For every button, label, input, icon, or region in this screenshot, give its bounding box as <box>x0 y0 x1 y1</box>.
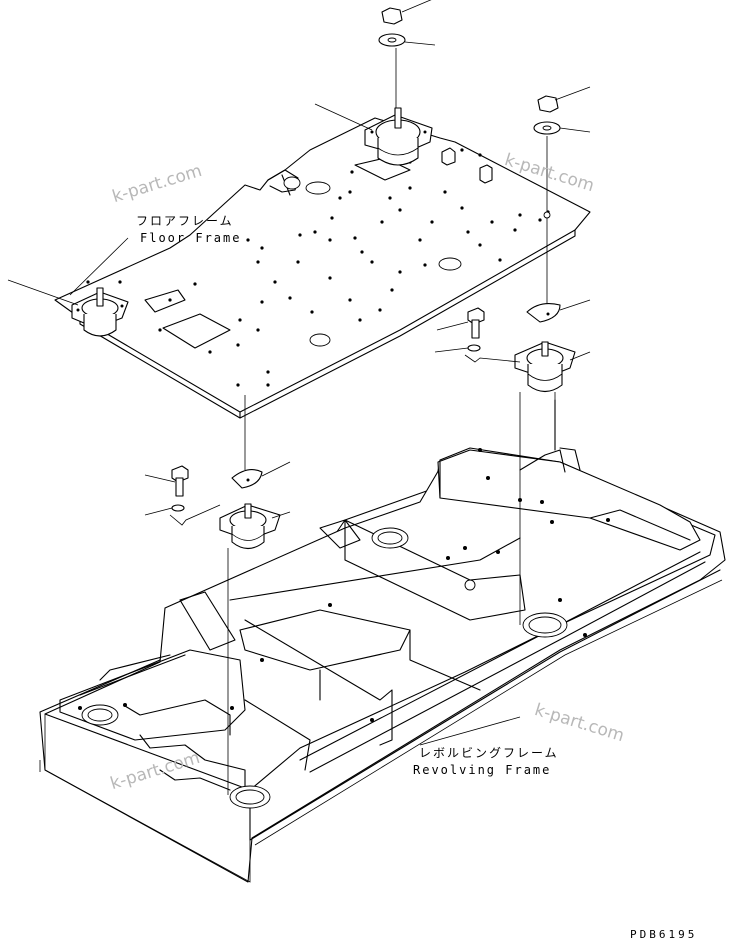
bolt-left <box>169 465 221 526</box>
revolving-frame-label-en: Revolving Frame <box>413 763 552 777</box>
floor-frame-label-en: Floor Frame <box>140 231 242 245</box>
revolving-frame <box>39 399 726 883</box>
mount-left <box>219 395 281 795</box>
nut-washer-top <box>378 7 406 108</box>
floor-mount-left <box>71 287 129 337</box>
part-code: PDB6195 <box>630 928 698 941</box>
bolt-right <box>464 307 521 363</box>
mount-right <box>514 303 576 625</box>
floor-mount-rear <box>364 107 433 166</box>
nut-washer-right <box>533 95 561 305</box>
floor-frame-label-jp: フロアフレーム <box>136 214 234 228</box>
revolving-frame-label-jp: レボルビングフレーム <box>419 746 559 760</box>
leader-lines <box>7 0 591 746</box>
